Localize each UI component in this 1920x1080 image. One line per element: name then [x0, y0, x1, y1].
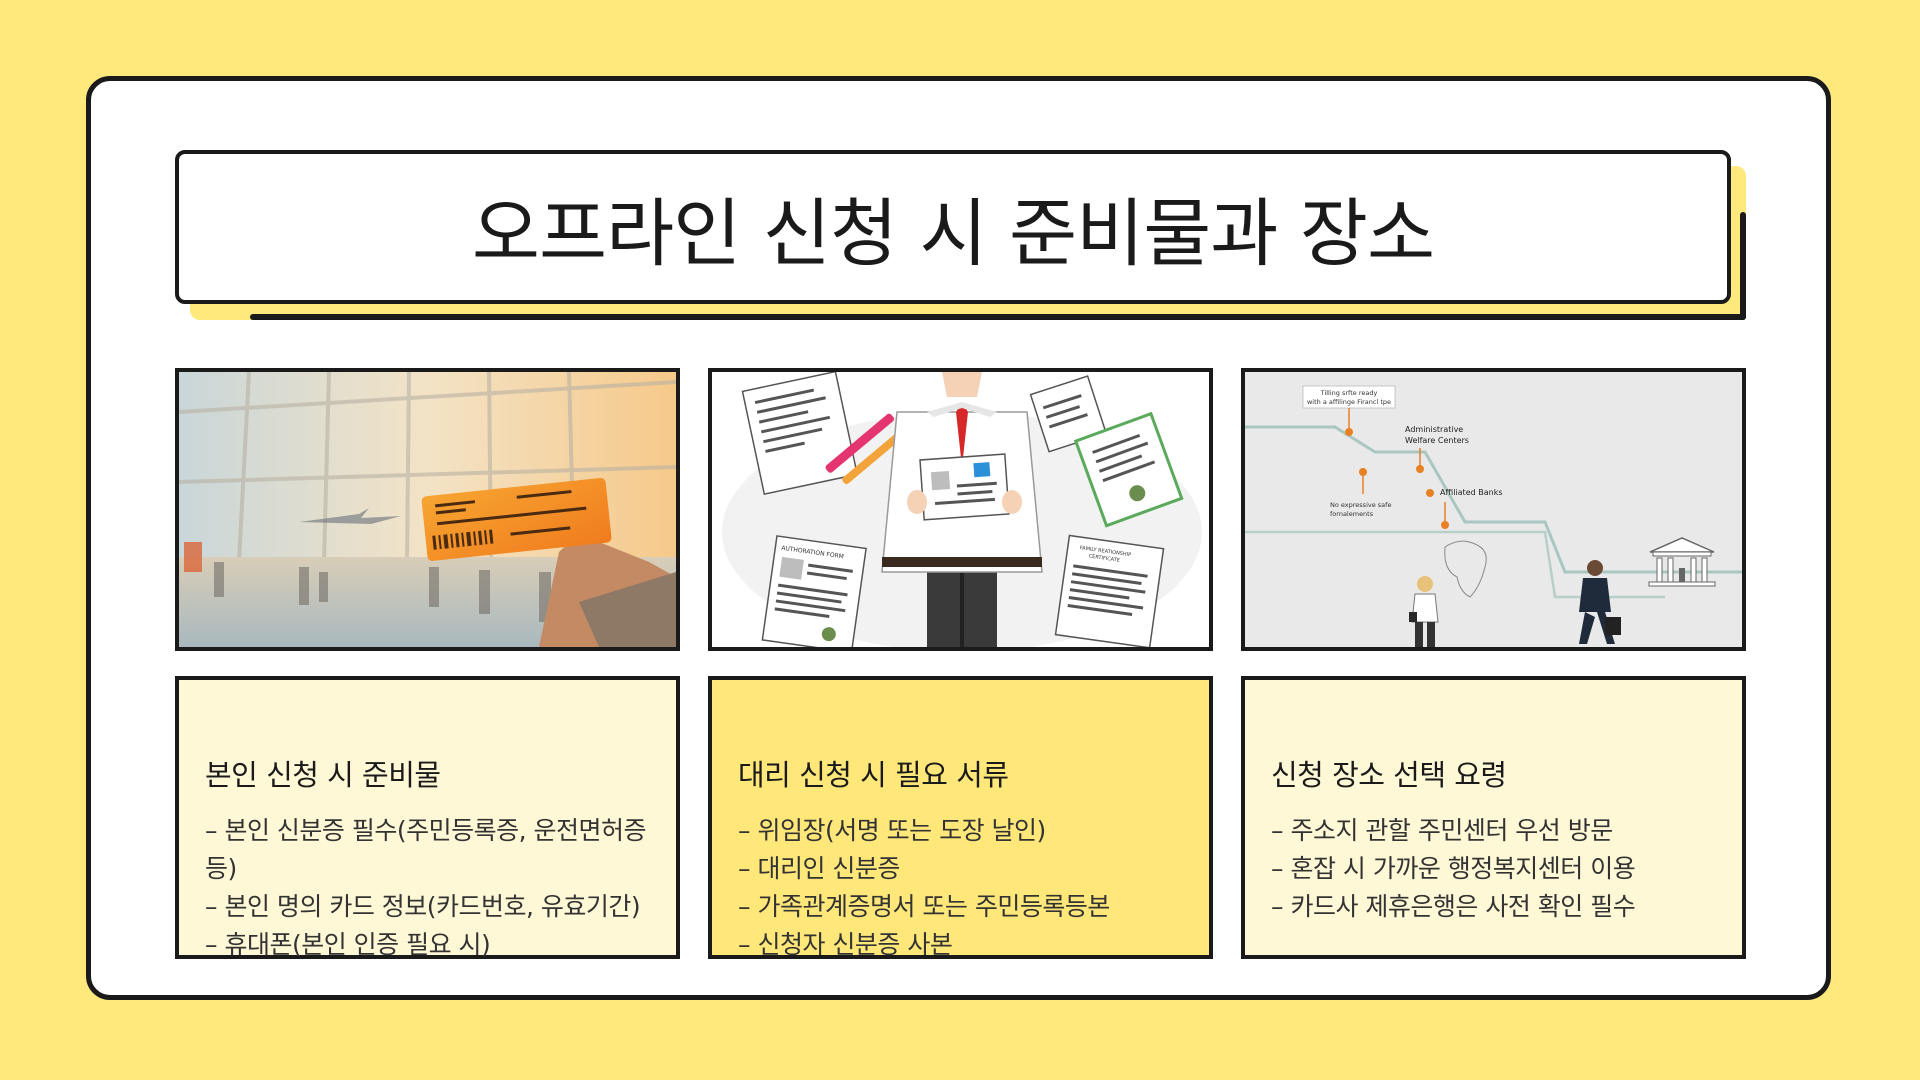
map-label-welfare-1: Administrative — [1405, 425, 1463, 434]
map-left-note-2: fornalements — [1330, 510, 1374, 518]
list-item: – 가족관계증명서 또는 주민등록등본 — [738, 892, 1110, 921]
documents-illustration: AUTHORATION FORM — [712, 372, 1209, 647]
list-item: – 휴대폰(본인 인증 필요 시) — [205, 930, 491, 959]
card-list: – 위임장(서명 또는 도장 날인) – 대리인 신분증 – 가족관계증명서 또… — [738, 812, 1185, 959]
card-heading: 본인 신청 시 준비물 — [205, 758, 441, 792]
list-item: – 대리인 신분증 — [738, 854, 900, 883]
location-selection-card: 신청 장소 선택 요령 – 주소지 관할 주민센터 우선 방문 – 혼잡 시 가… — [1241, 676, 1746, 959]
locations-map-illustration: Tilling srfte ready with a affilinge Fir… — [1245, 372, 1742, 647]
card-heading: 신청 장소 선택 요령 — [1271, 758, 1507, 792]
bank-building-icon — [1648, 537, 1716, 587]
documents-person-image: AUTHORATION FORM — [708, 368, 1213, 651]
title-box: 오프라인 신청 시 준비물과 장소 — [175, 150, 1731, 304]
list-item: – 신청자 신분증 사본 — [738, 930, 953, 959]
airport-card-image — [175, 368, 680, 651]
list-item: – 카드사 제휴은행은 사전 확인 필수 — [1271, 892, 1636, 921]
map-top-note-2: with a affilinge Firancl tpe — [1307, 398, 1391, 406]
airport-illustration — [179, 372, 676, 647]
map-left-note-1: No expressive safe — [1330, 501, 1391, 509]
list-item: – 위임장(서명 또는 도장 날인) — [738, 816, 1046, 845]
list-item: – 혼잡 시 가까운 행정복지센터 이용 — [1271, 854, 1636, 883]
list-item: – 주소지 관할 주민센터 우선 방문 — [1271, 816, 1613, 845]
card-heading: 대리 신청 시 필요 서류 — [738, 758, 1009, 792]
map-top-note-1: Tilling srfte ready — [1320, 389, 1378, 397]
self-application-card: 본인 신청 시 준비물 – 본인 신분증 필수(주민등록증, 운전면허증 등) … — [175, 676, 680, 959]
woman-figure — [1409, 576, 1439, 647]
family-certificate-label-2: CERTIFICATE — [1088, 553, 1120, 563]
title-shadow-line — [250, 314, 1746, 320]
card-list: – 주소지 관할 주민센터 우선 방문 – 혼잡 시 가까운 행정복지센터 이용… — [1271, 812, 1718, 926]
man-figure — [1579, 560, 1621, 644]
card-list: – 본인 신분증 필수(주민등록증, 운전면허증 등) – 본인 명의 카드 정… — [205, 812, 652, 964]
list-item: – 본인 명의 카드 정보(카드번호, 유효기간) — [205, 892, 641, 921]
title-shadow-line-vertical — [1740, 212, 1746, 320]
proxy-application-card: 대리 신청 시 필요 서류 – 위임장(서명 또는 도장 날인) – 대리인 신… — [708, 676, 1213, 959]
locations-map-image: Tilling srfte ready with a affilinge Fir… — [1241, 368, 1746, 651]
map-label-banks: Affiliated Banks — [1440, 488, 1503, 497]
list-item: – 본인 신분증 필수(주민등록증, 운전면허증 등) — [205, 816, 647, 883]
page-title: 오프라인 신청 시 준비물과 장소 — [471, 190, 1435, 277]
map-label-welfare-2: Welfare Centers — [1405, 436, 1469, 445]
